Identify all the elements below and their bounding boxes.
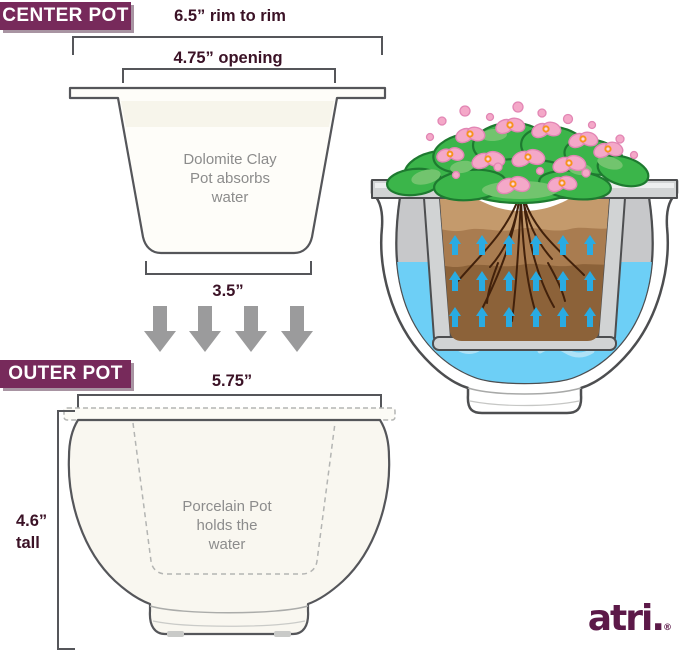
base-bracket [145,261,312,275]
base-dimension-label: 3.5” [212,282,244,300]
center-pot-header: CENTER POT [0,2,131,30]
outer-pot-foot-line [467,387,582,395]
outer-pot-foot-shadow [469,400,580,407]
width-bracket [77,394,382,408]
foot-shadow-line [152,620,306,627]
pot-foot-left [167,631,184,637]
hidden-center-pot-body-dashed [132,422,336,575]
center-pot-description: Dolomite Clay Pot absorbs water [183,151,277,207]
self-watering-cross-section-illustration [370,101,679,415]
opening-dimension-label: 4.75” opening [173,49,283,67]
insert-direction-arrows-icon [144,306,313,352]
height-bracket [57,410,75,650]
opening-bracket [122,68,336,83]
rim-to-rim-bracket [72,36,383,55]
rim-to-rim-dimension-label: 6.5” rim to rim [174,7,286,25]
height-dimension-label: 4.6” tall [16,512,48,553]
registered-mark: ® [663,623,672,633]
center-pot-glaze-band [121,101,334,127]
brand-logo-text: atri. [587,598,665,639]
brand-logo: atri.® [586,598,672,639]
soil [440,199,609,341]
center-pot-drawing [68,86,387,255]
outer-pot-header: OUTER POT [0,360,131,388]
flower-buds-icon [425,101,639,180]
outer-pot-outline [67,418,391,636]
pot-foot-right [274,631,291,637]
foot-joint-line [149,605,309,614]
outer-pot-drawing [63,407,396,637]
flowers-icon [425,101,639,195]
outer-pot-description: Porcelain Pot holds the water [182,498,272,554]
center-pot-outline [68,86,387,255]
hidden-center-pot-rim-dashed [63,407,396,421]
width-dimension-label: 5.75” [211,372,253,390]
